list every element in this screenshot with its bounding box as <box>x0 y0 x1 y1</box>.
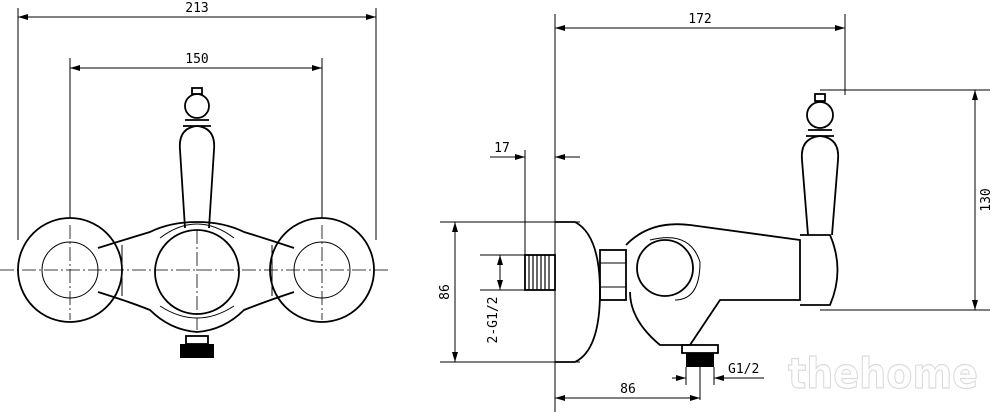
dim-inlet-thread: 2-G1/2 <box>486 297 501 344</box>
dim-height: 130 <box>979 188 994 211</box>
watermark-logo: thehome <box>788 349 978 398</box>
front-view: 213 150 <box>0 1 388 358</box>
dim-overall-width: 213 <box>185 1 208 16</box>
dim-overall-depth: 172 <box>688 12 711 27</box>
side-view: 172 17 130 86 2-G1/2 <box>438 12 994 412</box>
dim-inlet-spacing: 150 <box>185 52 208 67</box>
dim-body-height: 86 <box>438 284 453 300</box>
dim-outlet-offset: 86 <box>620 382 636 397</box>
dim-wall-offset: 17 <box>494 141 510 156</box>
dim-outlet-thread: G1/2 <box>728 362 759 377</box>
